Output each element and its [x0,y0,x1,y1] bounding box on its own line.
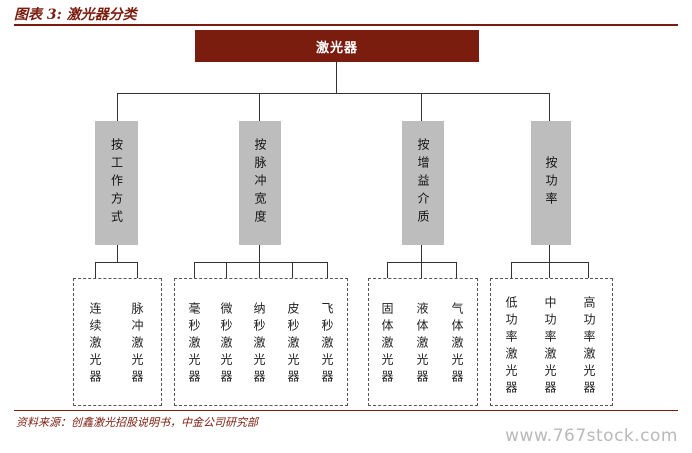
leaf-node: 高功率激光器 [582,296,596,398]
category-label: 按工作方式 [109,138,124,228]
cat-2-drop [421,262,422,278]
leaf-node: 飞秒激光器 [320,302,334,387]
cat-3-stem [549,245,550,262]
source-note: 资料来源：创鑫激光招股说明书，中金公司研究部 [16,416,258,429]
source-rule [14,410,678,411]
cat-1-drop [226,262,227,278]
cat-1-drop [327,262,328,278]
cat-0-bus [95,262,138,263]
leaf-node: 毫秒激光器 [187,302,201,387]
root-stem [336,62,337,93]
cat-3-drop [511,262,512,278]
cat-1-drop [194,262,195,278]
cat-0-drop [137,262,138,278]
root-bus [117,93,550,94]
cat-3-drop [588,262,589,278]
cat-2-stem [421,245,422,262]
leaf-node: 微秒激光器 [219,302,233,387]
leaf-node: 中功率激光器 [543,296,557,398]
leaf-node: 脉冲激光器 [130,302,144,387]
cat-3-drop [549,262,550,278]
leaf-group-pulse-width [174,278,348,406]
leaf-group-gain-medium [368,278,478,406]
category-node-gain-medium: 按增益介质 [402,121,444,245]
leaf-group-power [490,278,613,406]
category-label: 按功率 [544,156,558,210]
leaf-node: 纳秒激光器 [252,302,266,387]
cat-1-stem [259,245,260,262]
cat-1-drop [292,262,293,278]
category-node-pulse-width: 按脉冲宽度 [239,121,281,245]
cat-2-bus [387,262,457,263]
cat-1-drop [259,262,260,278]
root-node: 激光器 [195,30,479,62]
cat-0-stem [117,245,118,262]
leaf-node: 皮秒激光器 [286,302,300,387]
drop-cat-2 [421,93,422,121]
figure-caption: 图表 3: 激光器分类 [14,7,137,23]
leaf-node: 液体激光器 [415,302,429,387]
category-label: 按脉冲宽度 [253,138,267,228]
cat-2-drop [456,262,457,278]
drop-cat-0 [117,93,118,121]
caption-rule [14,24,678,26]
drop-cat-3 [549,93,550,121]
leaf-node: 连续激光器 [88,302,102,387]
leaf-node: 低功率激光器 [504,296,518,398]
cat-2-drop [387,262,388,278]
cat-0-drop [95,262,96,278]
watermark: www.767stock.com [505,426,678,446]
cat-3-bus [511,262,589,263]
leaf-node: 固体激光器 [380,302,394,387]
leaf-group-work-mode [73,278,162,406]
cat-1-bus [194,262,328,263]
leaf-node: 气体激光器 [450,302,464,387]
drop-cat-1 [259,93,260,121]
category-label: 按增益介质 [416,138,430,228]
category-node-power: 按功率 [531,121,571,245]
category-node-work-mode: 按工作方式 [95,121,138,245]
